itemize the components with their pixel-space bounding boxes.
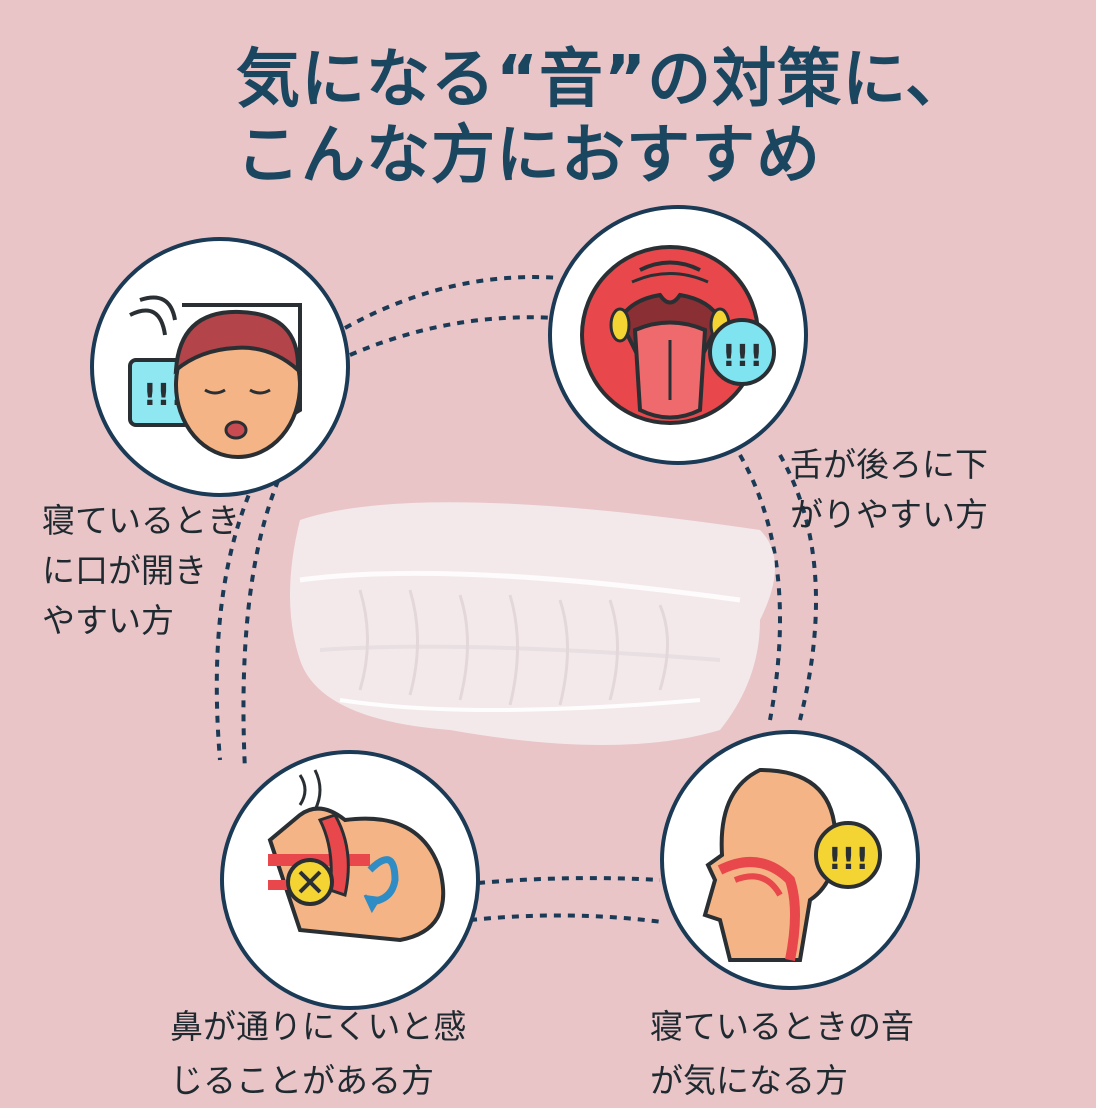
- airway-sound-alert-icon: !!!: [702, 767, 882, 962]
- throat-tongue-alert-icon: !!!: [580, 245, 776, 425]
- item-sleep-sound: !!!: [660, 730, 920, 990]
- sleeping-face-mouth-open-icon: !!!: [128, 295, 302, 459]
- item-nasal: [220, 750, 480, 1010]
- caption-line: やすい方: [42, 601, 174, 640]
- caption-line: に口が開き: [42, 551, 207, 590]
- dotted-ring: [214, 275, 818, 924]
- caption-line: 舌が後ろに下: [790, 445, 988, 484]
- caption-line: 寝ているときの音: [650, 1007, 914, 1046]
- blocked-nose-airflow-icon: [267, 769, 446, 943]
- title-line-2: こんな方におすすめ: [236, 119, 821, 193]
- mouthguard-image: [290, 502, 775, 745]
- title-line-1: 気になる“音”の対策に、: [236, 43, 971, 117]
- caption-tongue-back: 舌が後ろに下 がりやすい方: [790, 440, 988, 540]
- badge-alert-text: !!!: [828, 842, 869, 877]
- caption-line: 鼻が通りにくいと感: [170, 1007, 467, 1046]
- item-tongue-back: !!!: [548, 205, 808, 465]
- page-title: 気になる“音”の対策に、 こんな方におすすめ: [236, 42, 970, 194]
- caption-line: がりやすい方: [790, 495, 988, 534]
- caption-line: 寝ているとき: [42, 501, 240, 540]
- item-mouth-open: !!!: [90, 237, 350, 497]
- badge-alert-text: !!!: [722, 339, 763, 374]
- caption-mouth-open: 寝ているとき に口が開き やすい方: [42, 496, 240, 646]
- caption-nasal: 鼻が通りにくいと感 じることがある方: [170, 1000, 466, 1108]
- caption-line: が気になる方: [650, 1061, 848, 1100]
- caption-line: じることがある方: [170, 1061, 434, 1100]
- caption-sleep-sound: 寝ているときの音 が気になる方: [650, 1000, 914, 1108]
